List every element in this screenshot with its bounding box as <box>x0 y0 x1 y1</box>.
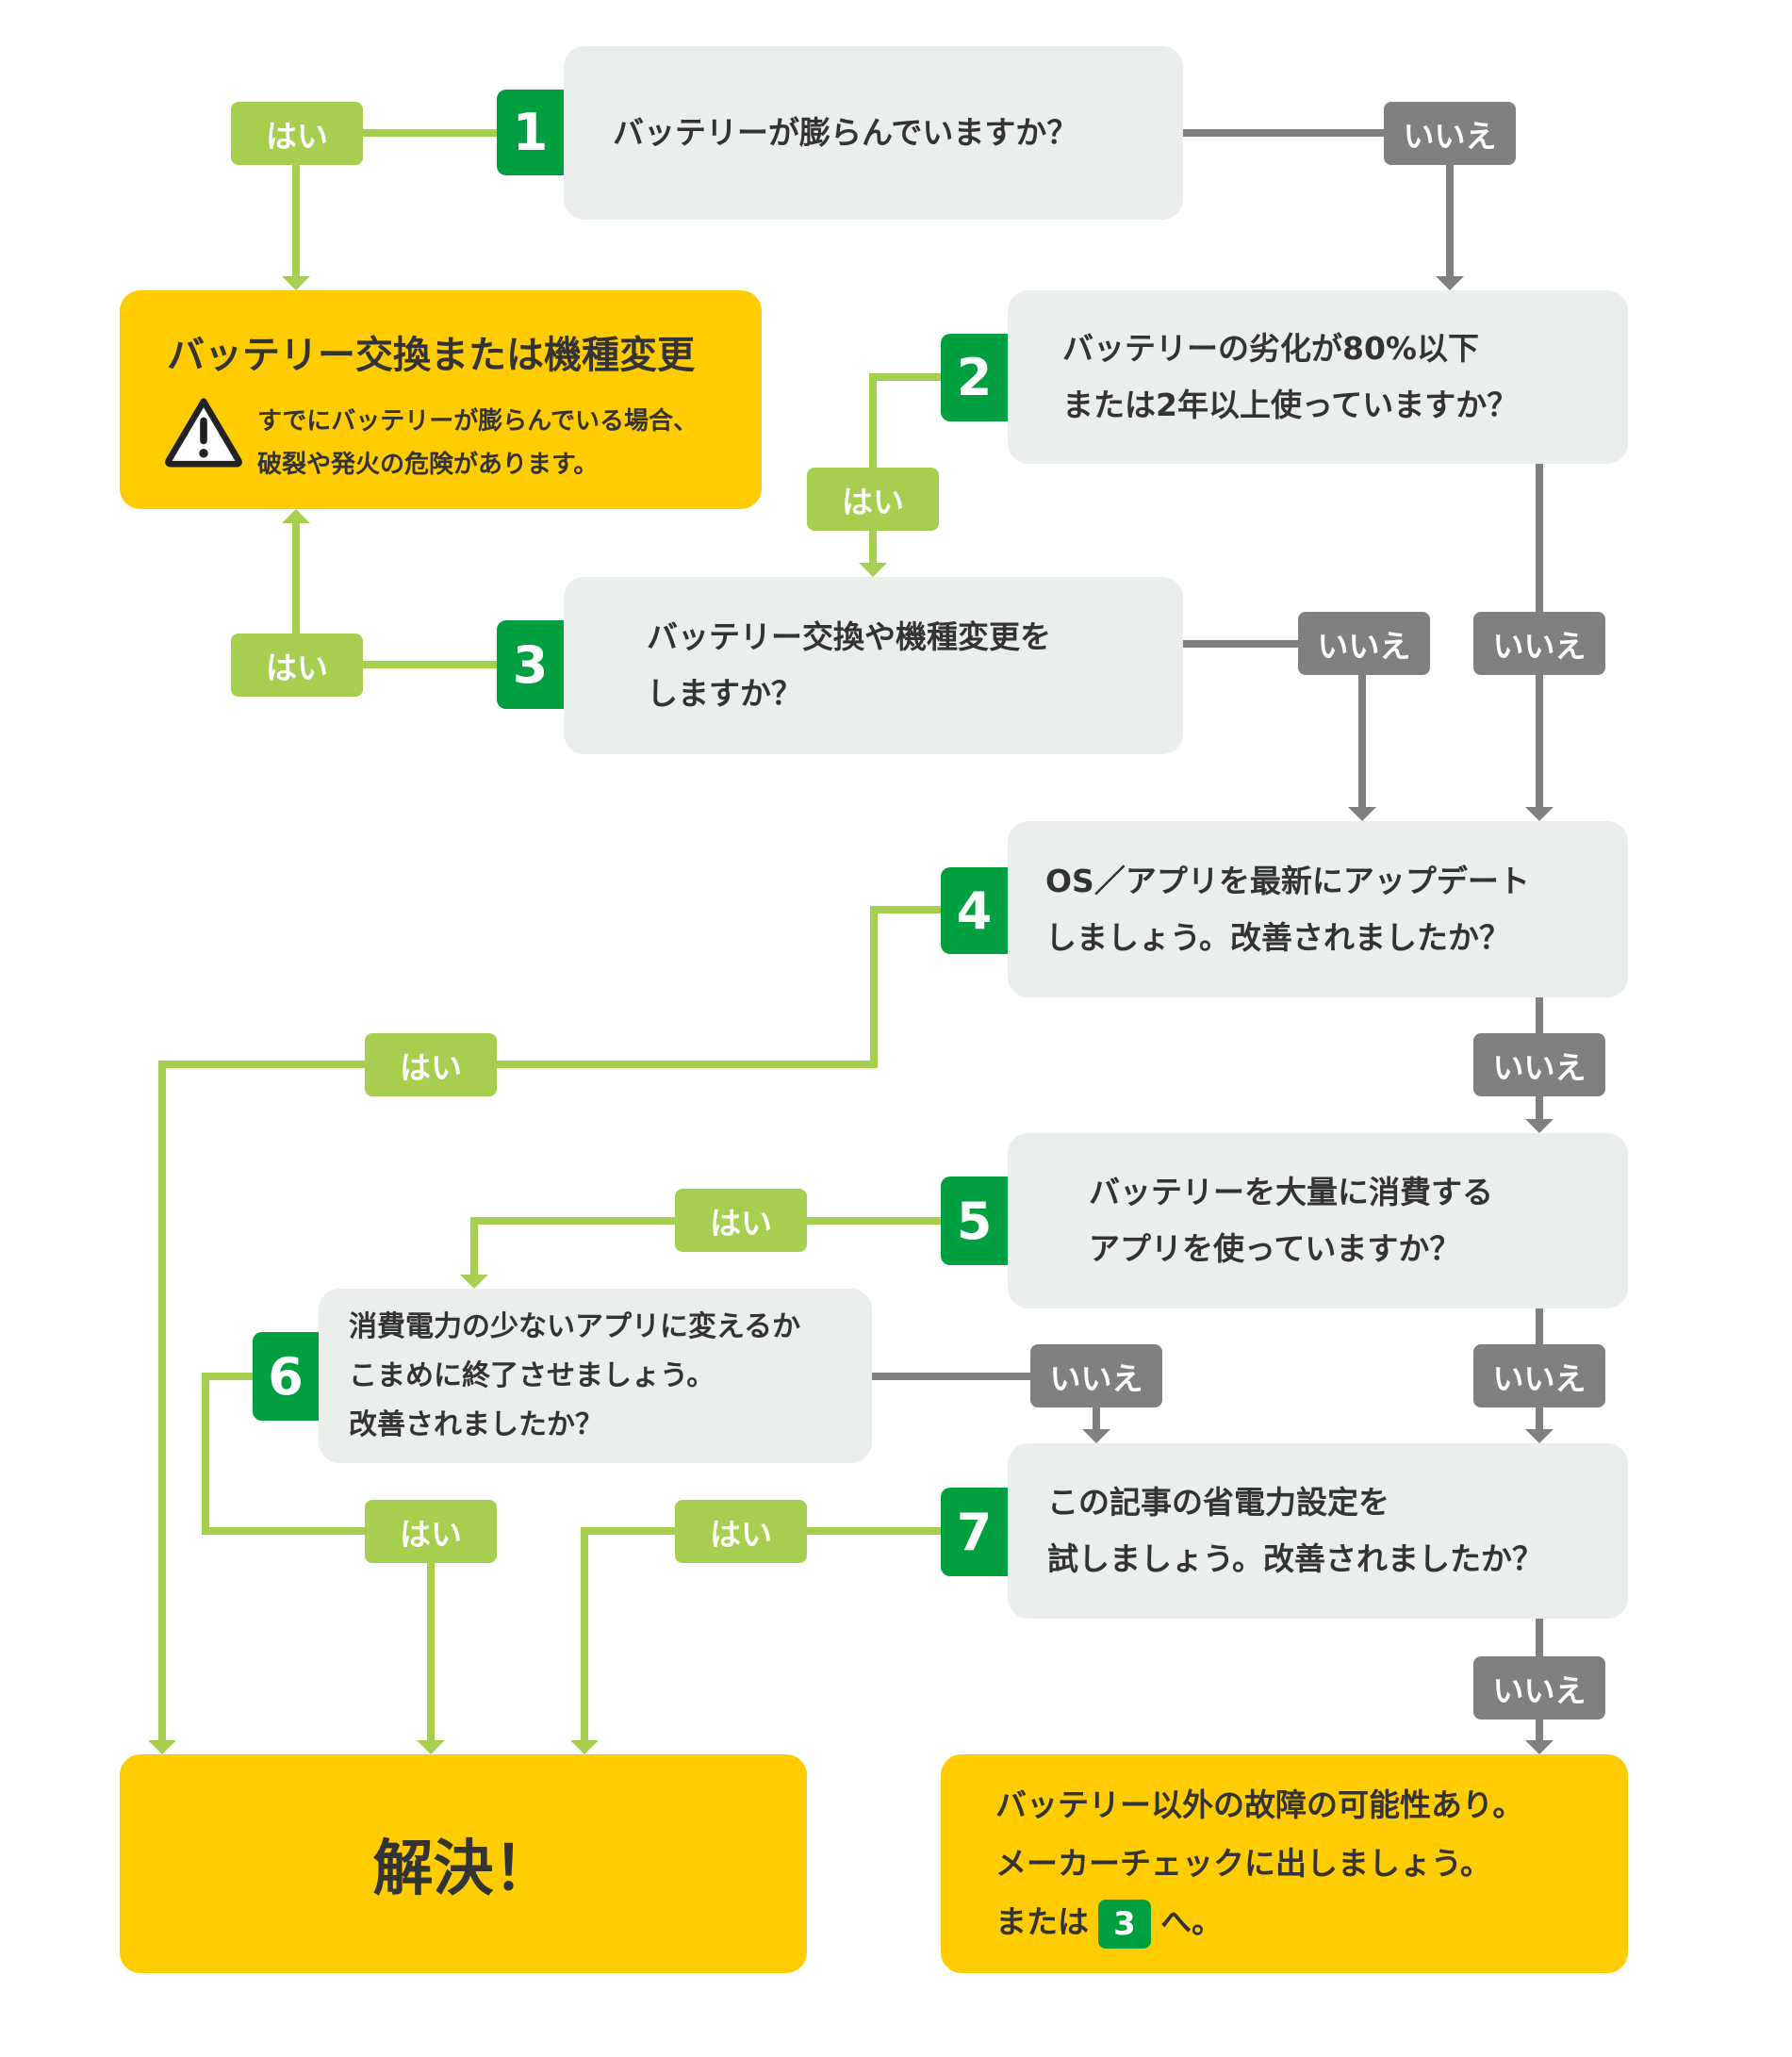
arrow-icon <box>282 509 310 523</box>
no-label-q7: いいえ <box>1473 1656 1605 1720</box>
connector-q5-yes-down <box>470 1217 675 1275</box>
result-replace-battery: バッテリー交換または機種変更 すでにバッテリーが膨らんでいる場合、 破裂や発火の… <box>120 290 762 509</box>
arrow-icon <box>1525 807 1554 821</box>
no-label-q6: いいえ <box>1030 1344 1162 1407</box>
warning-triangle-icon <box>165 398 242 468</box>
result-replace-title: バッテリー交換または機種変更 <box>167 334 695 377</box>
arrow-icon <box>148 1740 176 1754</box>
yes-label-q5: はい <box>675 1189 807 1252</box>
no-label-q5: いいえ <box>1473 1344 1605 1407</box>
connector-q4-yes <box>497 906 941 1068</box>
step-badge-3: 3 <box>497 620 564 709</box>
question-text-line: バッテリーの劣化が80%以下 <box>1062 330 1479 367</box>
question-text-line: しますか？ <box>647 675 802 712</box>
yes-label-q7: はい <box>675 1500 807 1563</box>
arrow-icon <box>1348 807 1376 821</box>
step-badge-4: 4 <box>941 867 1008 954</box>
arrow-icon <box>1082 1429 1110 1443</box>
question-text-line: 改善されましたか？ <box>349 1407 603 1441</box>
no-label-q3: いいえ <box>1298 612 1430 675</box>
arrow-icon <box>1525 1429 1554 1443</box>
arrow-icon <box>460 1275 488 1289</box>
arrow-icon <box>1525 1119 1554 1133</box>
yes-label-q3: はい <box>231 634 363 697</box>
yes-label-q4: はい <box>365 1033 497 1096</box>
question-text-line: OS／アプリを最新にアップデート <box>1045 862 1530 899</box>
connector-q7-yes-down <box>581 1527 675 1741</box>
question-3-box: バッテリー交換や機種変更を しますか？ <box>564 577 1183 754</box>
arrow-icon <box>417 1740 445 1754</box>
question-text-line: アプリを使っていますか？ <box>1089 1230 1461 1267</box>
question-text-line: バッテリーが膨らんでいますか？ <box>613 114 1078 151</box>
goto-prefix: または <box>995 1903 1089 1940</box>
no-label-q2: いいえ <box>1473 612 1605 675</box>
warning-text-line: 破裂や発火の危険があります。 <box>257 451 599 479</box>
arrow-icon <box>1436 276 1464 290</box>
goto-suffix: へ。 <box>1160 1903 1223 1940</box>
result-solved-title: 解決！ <box>372 1835 554 1904</box>
question-2-box: バッテリーの劣化が80%以下 または2年以上使っていますか？ <box>1008 290 1628 464</box>
result-solved: 解決！ <box>120 1754 807 1973</box>
yes-label-q6: はい <box>365 1500 497 1563</box>
connector-q4-yes-down <box>158 1061 365 1741</box>
arrow-icon <box>282 276 310 290</box>
arrow-icon <box>859 563 887 577</box>
step-badge-5: 5 <box>941 1177 1008 1265</box>
warning-text-line: すでにバッテリーが膨らんでいる場合、 <box>257 407 698 436</box>
result-text-line: バッテリー以外の故障の可能性あり。 <box>995 1786 1524 1823</box>
arrow-icon <box>1525 1740 1554 1754</box>
goto-step-3-badge[interactable]: 3 <box>1098 1899 1151 1949</box>
question-text-line: しましょう。改善されましたか？ <box>1045 918 1511 956</box>
question-text-line: バッテリー交換や機種変更を <box>647 618 1051 655</box>
question-6-box: 消費電力の少ないアプリに変えるか こまめに終了させましょう。 改善されましたか？ <box>319 1289 872 1463</box>
result-text-line: メーカーチェックに出しましょう。 <box>995 1845 1492 1882</box>
question-4-box: OS／アプリを最新にアップデート しましょう。改善されましたか？ <box>1008 821 1628 997</box>
question-text-line: こまめに終了させましょう。 <box>349 1358 715 1392</box>
yes-label-q1: はい <box>231 102 363 165</box>
question-text-line: この記事の省電力設定を <box>1047 1484 1389 1521</box>
step-badge-1: 1 <box>497 90 564 175</box>
question-text-line: 消費電力の少ないアプリに変えるか <box>349 1309 801 1343</box>
no-label-q1: いいえ <box>1384 102 1516 165</box>
question-1-box: バッテリーが膨らんでいますか？ <box>564 46 1183 220</box>
question-7-box: この記事の省電力設定を 試しましょう。改善されましたか？ <box>1008 1443 1628 1619</box>
step-badge-7: 7 <box>941 1488 1008 1576</box>
question-5-box: バッテリーを大量に消費する アプリを使っていますか？ <box>1008 1133 1628 1308</box>
step-badge-2: 2 <box>941 334 1008 421</box>
question-text-line: バッテリーを大量に消費する <box>1089 1174 1493 1210</box>
connector-q2-yes <box>869 373 941 468</box>
no-label-q4: いいえ <box>1473 1033 1605 1096</box>
connector-q6-yes <box>202 1373 365 1535</box>
question-text-line: 試しましょう。改善されましたか？ <box>1047 1540 1544 1577</box>
yes-label-q2: はい <box>807 468 939 531</box>
question-text-line: または2年以上使っていますか？ <box>1062 387 1519 423</box>
step-badge-6: 6 <box>253 1332 319 1421</box>
arrow-icon <box>570 1740 599 1754</box>
